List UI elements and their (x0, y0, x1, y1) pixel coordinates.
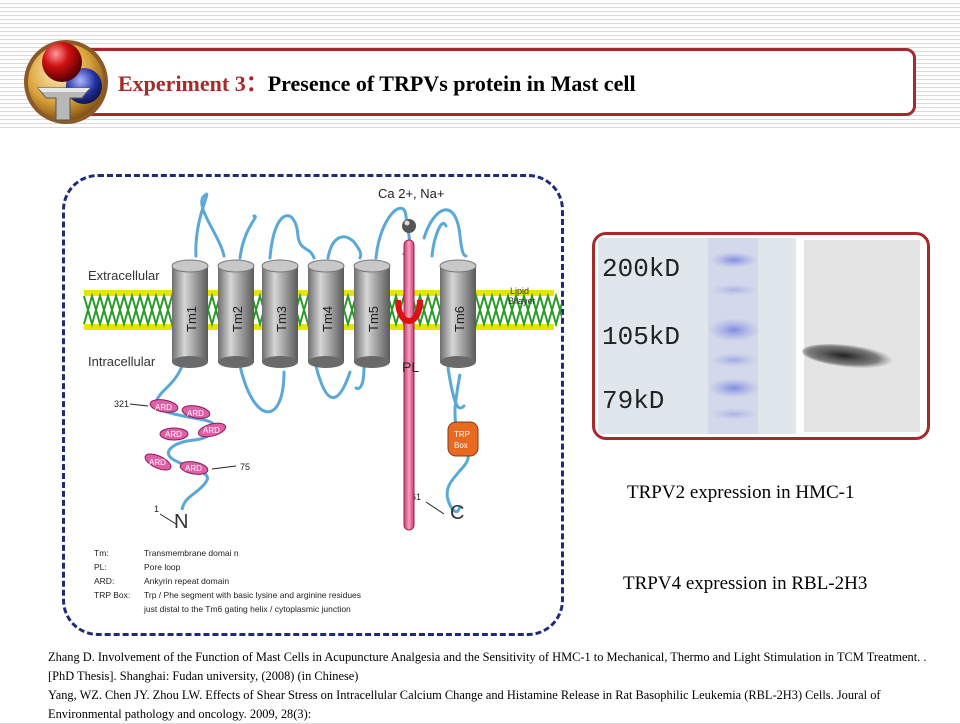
title-bar (60, 48, 916, 116)
svg-text:Tm:: Tm: (94, 548, 109, 558)
residue-321-label: 321 (114, 399, 129, 409)
svg-text:Tm2: Tm2 (230, 306, 245, 332)
references: Zhang D. Involvement of the Function of … (48, 648, 940, 724)
protein-gel-lane (598, 238, 796, 434)
svg-text:TRP: TRP (454, 430, 470, 439)
svg-text:Tm4: Tm4 (320, 306, 335, 332)
page-title: Experiment 3：Presence of TRPVs protein i… (118, 71, 636, 96)
diagram-legend: Tm: Transmembrane domai n PL: Pore loop … (94, 548, 361, 614)
svg-text:ARD: ARD (187, 409, 204, 418)
svg-text:Tm5: Tm5 (366, 306, 381, 332)
svg-text:Transmembrane domai n: Transmembrane domai n (144, 548, 239, 558)
svg-text:PL: PL (402, 359, 419, 375)
marker-105kd: 105kD (602, 322, 680, 352)
diagram-frame (62, 174, 564, 636)
marker-200kd: 200kD (602, 254, 680, 284)
trpv4-caption: TRPV4 expression in RBL-2H3 (623, 573, 868, 594)
marker-79kd: 79kD (602, 386, 664, 416)
extracellular-label: Extracellular (88, 268, 160, 283)
trpv2-caption: TRPV2 expression in HMC-1 (627, 482, 855, 503)
trpv-channel-diagram: Extracellular Intracellular Lipid Bilaye… (83, 186, 562, 614)
extracellular-loops (194, 192, 468, 260)
svg-text:Tm1: Tm1 (184, 306, 199, 332)
intracellular-label: Intracellular (88, 354, 156, 369)
pore-loop: PL (395, 239, 423, 531)
svg-text:ARD: ARD (203, 426, 220, 435)
c-terminus-label: C (450, 502, 464, 524)
trpv-band (802, 344, 894, 368)
residue-1-label: 1 (154, 504, 159, 514)
svg-text:ARD: ARD (165, 430, 182, 439)
c-terminal-tail (445, 373, 470, 514)
tm4-segment: Tm4 (307, 259, 345, 368)
bilayer-label: Bilayer (508, 296, 536, 306)
tm6-segment: Tm6 (439, 259, 477, 368)
svg-text:ARD: ARD (149, 458, 166, 467)
svg-text:Ankyrin repeat domain: Ankyrin repeat domain (144, 576, 229, 586)
reference-2: Yang, WZ. Chen JY. Zhou LW. Effects of S… (48, 688, 881, 721)
film-lane (804, 240, 920, 432)
svg-text:Tm6: Tm6 (452, 306, 467, 332)
trp-box: TRP Box (447, 421, 479, 457)
ion-indicator: Ca 2+, Na+ (378, 186, 445, 233)
svg-text:Trp / Phe segment with basic l: Trp / Phe segment with basic lysine and … (144, 590, 361, 600)
intracellular-loops (238, 364, 466, 414)
western-blot-image: 200kD 105kD 79kD (598, 238, 920, 434)
lipid-label: Lipid (510, 286, 529, 296)
svg-text:ARD:: ARD: (94, 576, 114, 586)
residue-75-label: 75 (240, 462, 250, 472)
svg-text:PL:: PL: (94, 562, 107, 572)
logo-icon (24, 40, 108, 124)
tm1-segment: Tm1 (171, 259, 209, 368)
svg-text:Box: Box (454, 441, 468, 450)
n-terminus-label: N (174, 511, 188, 533)
tm5-segment: Tm5 (353, 259, 391, 368)
tm3-segment: Tm3 (261, 259, 299, 368)
svg-text:ARD: ARD (155, 403, 172, 412)
transmembrane-segments: Tm1 Tm2 Tm3 Tm4 Tm5 (171, 259, 477, 368)
svg-text:Ca 2+, Na+: Ca 2+, Na+ (378, 186, 445, 201)
ankyrin-repeat-domains: ARD ARD ARD ARD ARD ARD (144, 399, 227, 475)
reference-1: Zhang D. Involvement of the Function of … (48, 650, 927, 683)
svg-text:TRP Box:: TRP Box: (94, 590, 130, 600)
svg-text:Pore loop: Pore loop (144, 562, 181, 572)
svg-text:ARD: ARD (185, 464, 202, 473)
svg-text:just distal to the Tm6 gating: just distal to the Tm6 gating helix / cy… (143, 604, 351, 614)
svg-text:Tm3: Tm3 (274, 306, 289, 332)
tm2-segment: Tm2 (217, 259, 255, 368)
